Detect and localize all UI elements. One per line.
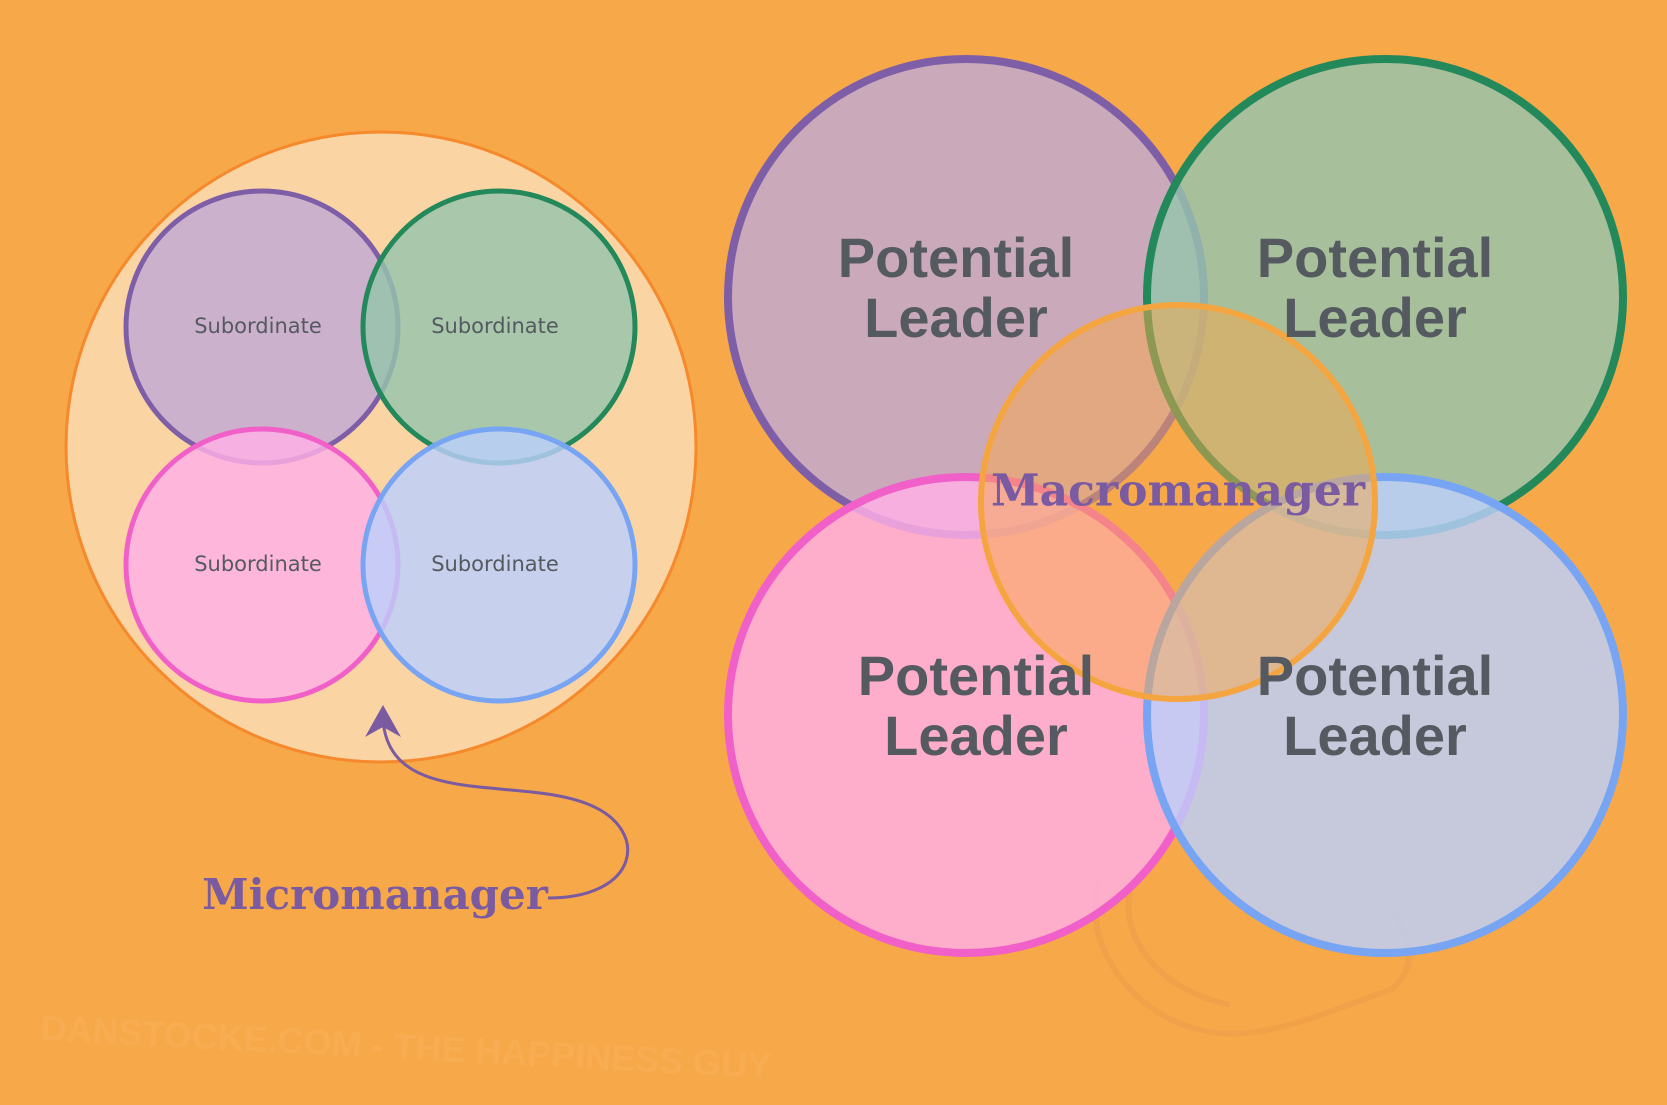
- potential-leader-label-line1-4: Potential: [1257, 644, 1493, 707]
- subordinate-label-4: Subordinate: [431, 552, 559, 576]
- subordinate-label-2: Subordinate: [431, 314, 559, 338]
- potential-leader-label-line2-3: Leader: [884, 704, 1068, 767]
- macromanager-center-circle: [978, 302, 1378, 702]
- micromanager-label: Micromanager: [202, 870, 549, 919]
- potential-leader-label-line1-2: Potential: [1257, 226, 1493, 289]
- micromanager-arrow: [381, 719, 630, 900]
- subordinate-circle-4: [360, 426, 638, 704]
- potential-leader-label-line2-1: Leader: [864, 286, 1048, 349]
- micromanager-container-circle: [64, 130, 698, 764]
- subordinate-label-1: Subordinate: [194, 314, 322, 338]
- watermark-text: DANSTOCKE.COM - THE HAPPINESS GUY: [40, 1007, 773, 1086]
- macromanager-label: Macromanager: [991, 466, 1366, 517]
- micromanager-arrowhead: [365, 705, 401, 737]
- potential-leader-label-line2-2: Leader: [1283, 286, 1467, 349]
- macromanager-diagram: Macromanager PotentialLeaderPotentialLea…: [724, 55, 1627, 957]
- potential-leader-label-line2-4: Leader: [1283, 704, 1467, 767]
- subordinate-label-3: Subordinate: [194, 552, 322, 576]
- potential-leader-label-line1-1: Potential: [838, 226, 1074, 289]
- potential-leader-label-line1-3: Potential: [858, 644, 1094, 707]
